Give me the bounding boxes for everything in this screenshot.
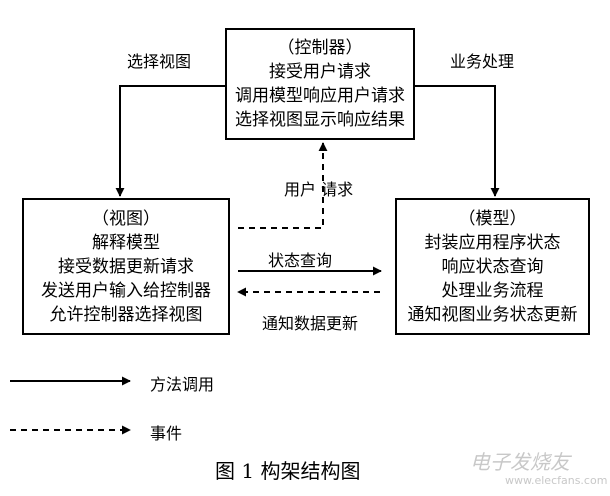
model-line: 处理业务流程	[441, 280, 544, 301]
view-title: （视图）	[92, 208, 160, 229]
business-label: 业务处理	[450, 52, 515, 71]
watermark-url: www.elecfans.com	[505, 474, 608, 487]
view-line: 允许控制器选择视图	[49, 304, 203, 325]
select-view-arrow	[115, 85, 225, 197]
select-view-label: 选择视图	[127, 52, 192, 71]
model-line: 响应状态查询	[441, 256, 544, 277]
user-request-label: 用户 请求	[284, 180, 354, 199]
controller-title: （控制器）	[277, 38, 363, 58]
view-line: 解释模型	[92, 232, 160, 253]
model-line: 通知视图业务状态更新	[407, 304, 578, 325]
state-query-label: 状态查询	[268, 251, 333, 270]
controller-line: 接受用户请求	[269, 62, 371, 82]
legend-event-label: 事件	[150, 424, 183, 443]
view-box: （视图） 解释模型 接受数据更新请求 发送用户输入给控制器 允许控制器选择视图	[22, 198, 230, 335]
model-line: 封装应用程序状态	[424, 232, 561, 253]
controller-line: 调用模型响应用户请求	[235, 86, 405, 106]
controller-box: （控制器） 接受用户请求 调用模型响应用户请求 选择视图显示响应结果	[225, 28, 415, 140]
legend-method-call-label: 方法调用	[150, 375, 215, 394]
model-title: （模型）	[458, 208, 527, 229]
controller-line: 选择视图显示响应结果	[235, 110, 405, 130]
notify-update-label: 通知数据更新	[262, 314, 359, 333]
business-arrow	[415, 85, 500, 197]
watermark-logo: 电子发烧友	[470, 450, 570, 474]
figure-caption: 图 1 构架结构图	[215, 459, 361, 483]
view-line: 发送用户输入给控制器	[41, 280, 211, 301]
model-box: （模型） 封装应用程序状态 响应状态查询 处理业务流程 通知视图业务状态更新	[395, 198, 590, 335]
view-line: 接受数据更新请求	[58, 256, 194, 277]
